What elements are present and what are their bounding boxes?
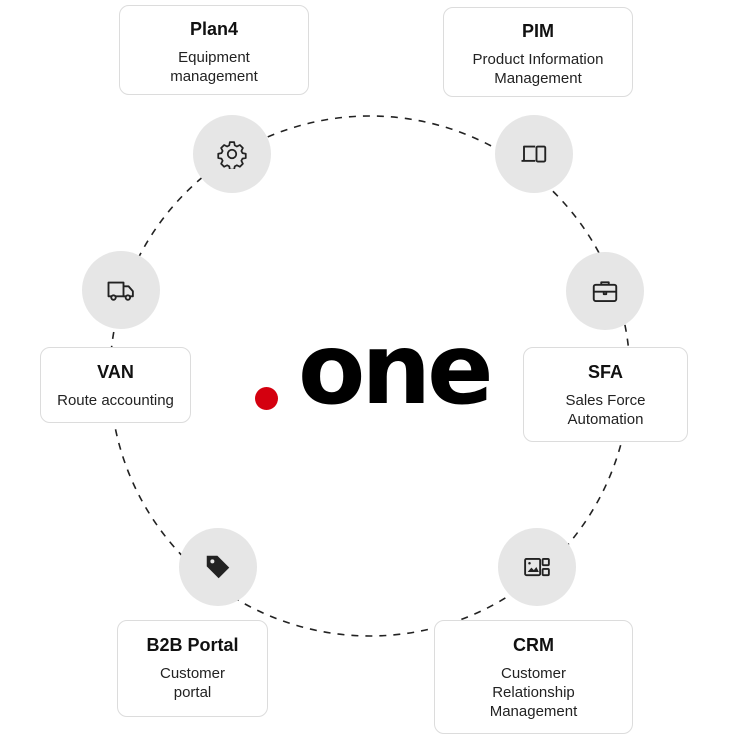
pim-description: Product Information Management [472,51,604,87]
b2b-portal-title: B2B Portal [146,635,239,655]
pim-icon-button[interactable] [495,115,573,193]
sfa-icon-button[interactable] [566,252,644,330]
one-logo: one [250,320,494,426]
pim-title: PIM [521,21,554,41]
van-icon-button[interactable] [82,251,160,329]
b2b-portal-description: Customer portal [159,665,226,701]
van-title: VAN [97,362,134,382]
crm-title: CRM [513,635,554,655]
devices-icon [521,145,547,163]
van-description: Route accounting [57,392,174,409]
plan4-title: Plan4 [189,19,239,39]
sfa-card[interactable]: SFA Sales Force Automation [523,347,688,442]
sfa-description: Sales Force Automation [565,392,646,428]
briefcase-icon [592,281,618,302]
b2b-portal-card[interactable]: B2B Portal Customer portal [117,620,268,717]
crm-description: Customer Relationship Management [489,665,578,720]
sfa-title: SFA [587,362,623,382]
pim-card[interactable]: PIM Product Information Management [443,7,633,97]
plan4-description: Equipment management [170,49,258,85]
tag-icon [206,555,230,579]
plan4-card[interactable]: Plan4 Equipment management [119,5,309,95]
crm-icon-button[interactable] [498,528,576,606]
b2b-portal-icon-button[interactable] [179,528,257,606]
logo-text: one [298,313,494,427]
dashboard-icon [524,557,550,577]
plan4-icon-button[interactable] [193,115,271,193]
logo-red-dot [255,387,278,410]
truck-icon [107,281,134,301]
gear-icon [217,141,247,169]
van-card[interactable]: VAN Route accounting [40,347,191,423]
crm-card[interactable]: CRM Customer Relationship Management [434,620,633,734]
